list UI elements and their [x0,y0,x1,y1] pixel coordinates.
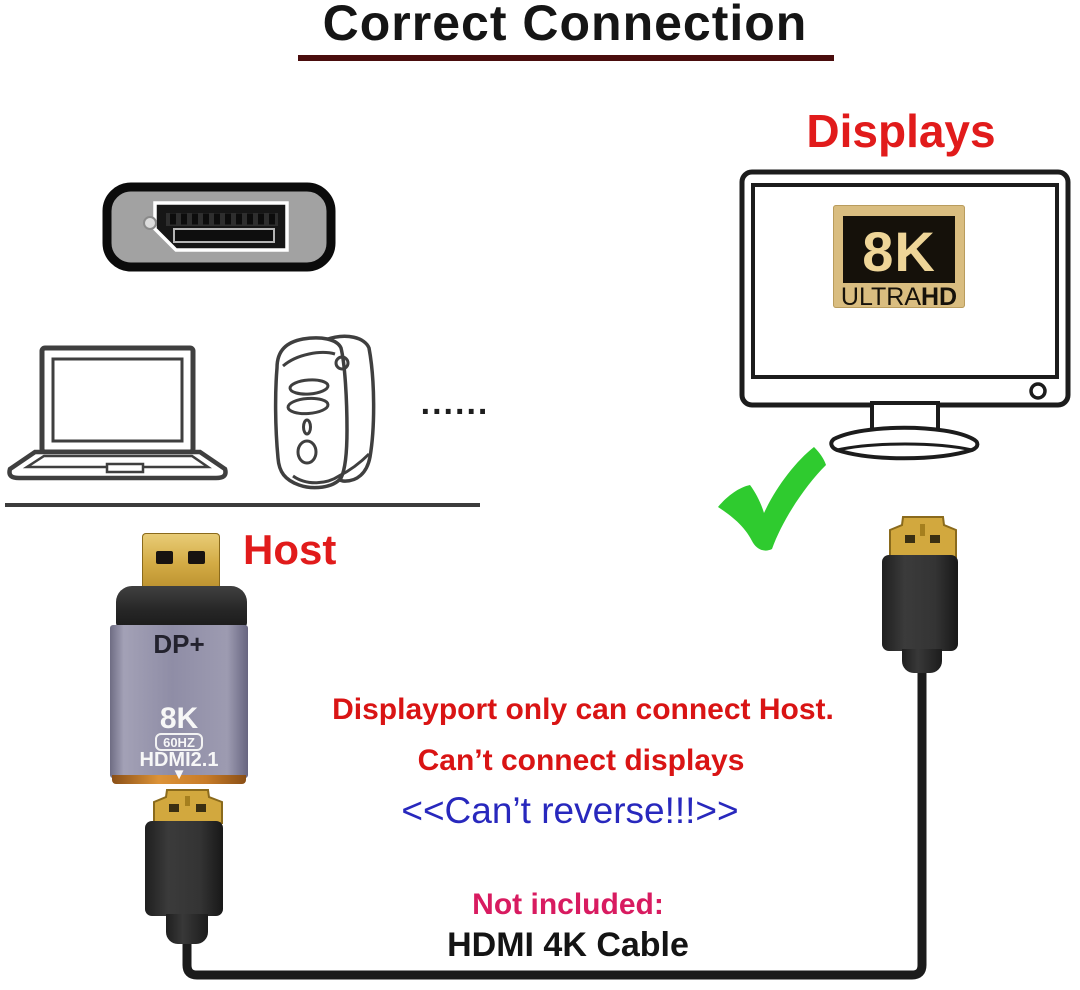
badge-black-panel: 8K [843,216,955,283]
down-arrow-icon: ▼ [171,766,187,783]
badge-resolution-text: 8K [862,220,936,283]
ellipsis-dots: ...... [420,384,490,422]
tower-power-button [296,439,318,465]
hdmi-strain-relief [166,914,208,944]
hdmi-strain-relief [902,649,942,673]
hdmi-plug-icon [889,516,957,558]
host-label: Host [243,526,337,573]
dp-plug-hole [188,551,205,564]
not-included-label: Not included: [472,888,664,921]
adapter-standard-label: HDMI2.1 [139,749,219,771]
hdmi-plug-icon [153,789,223,824]
latch-nub [143,216,157,230]
badge-ultrahd-text: ULTRAHD [840,283,958,311]
hdmi-connector-body [882,555,958,651]
power-button-icon [1029,382,1047,400]
dp-hdmi-adapter-body [110,625,248,778]
8k-ultrahd-badge: 8K ULTRAHD [833,205,965,311]
laptop-icon [7,345,228,481]
warning-line-1: Displayport only can connect Host. [332,693,834,726]
checkmark-icon [718,447,826,551]
divider-line [5,503,480,507]
title-underline [298,55,834,61]
adapter-hdmi-port-edge [112,775,246,784]
page-title: Correct Connection [322,0,808,51]
hdmi-connector-body [145,821,223,916]
displayport-port-icon [102,182,336,272]
adapter-dp-label: DP+ [153,629,205,659]
dp-plug-hole [156,551,173,564]
warning-line-2: Can’t connect displays [417,744,745,777]
warning-line-3: <<Can’t reverse!!!>> [401,790,739,831]
desktop-tower-icon [273,334,376,490]
adapter-dp-plug [142,533,220,588]
cable-name-label: HDMI 4K Cable [447,926,689,964]
displays-label: Displays [806,105,996,157]
adapter-resolution-label: 8K [159,702,199,735]
adapter-refresh-label: 60HZ [110,733,248,751]
adapter-neck [116,586,247,627]
